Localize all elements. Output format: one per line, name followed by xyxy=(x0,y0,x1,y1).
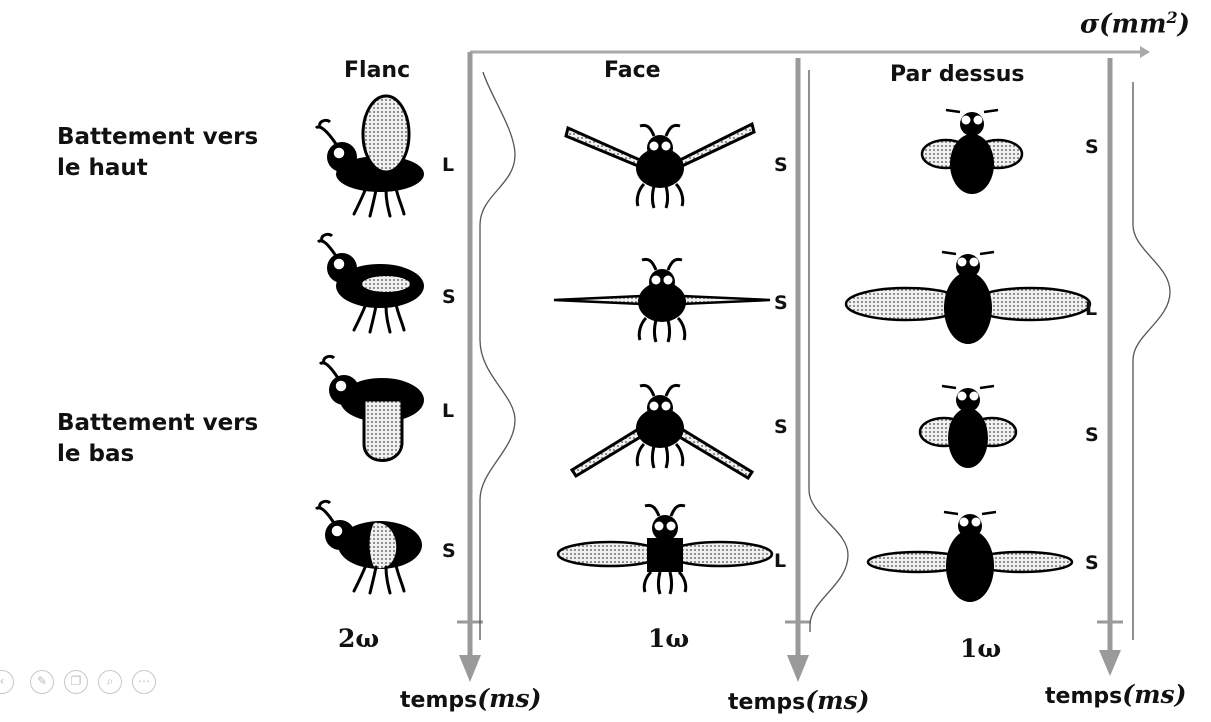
size-letter: L xyxy=(442,400,454,422)
view-title-par-dessus: Par dessus xyxy=(890,62,1025,87)
frequency-par-dessus: 1ω xyxy=(960,634,1001,663)
fly-side-wing-down xyxy=(320,356,424,460)
time-unit: ms xyxy=(817,686,858,715)
size-letter: S xyxy=(774,154,788,176)
zoom-icon[interactable]: ⌕ xyxy=(98,670,122,694)
fly-front-wings-up xyxy=(566,124,754,208)
rcs-curve-par-dessus xyxy=(1133,82,1170,640)
fly-front-wings-flat xyxy=(554,259,770,342)
fly-top-wings-small-1 xyxy=(922,110,1022,194)
copy-icon[interactable]: ❐ xyxy=(64,670,88,694)
time-unit: ms xyxy=(489,684,530,713)
view-title-face: Face xyxy=(604,58,661,83)
fly-side-wing-mid xyxy=(316,501,422,593)
fly-side-wing-flat xyxy=(318,234,424,332)
size-letter: S xyxy=(1085,136,1099,158)
row-label-upstroke: Battement vers le haut xyxy=(57,122,258,184)
size-letter: L xyxy=(1085,298,1097,320)
time-label-text: temps xyxy=(400,688,477,713)
fly-top-wings-large xyxy=(846,252,1090,344)
time-label-text: temps xyxy=(1045,684,1122,709)
time-axis-par-dessus xyxy=(1097,58,1123,676)
rcs-curve-face xyxy=(809,70,848,632)
size-letter: S xyxy=(442,540,456,562)
sigma-axis-label: σ(mm2) xyxy=(1080,8,1190,40)
row-label-upstroke-line1: Battement vers xyxy=(57,122,258,153)
size-letter: L xyxy=(774,550,786,572)
time-label-par-dessus: temps(ms) xyxy=(1045,680,1186,709)
pencil-icon[interactable]: ✎ xyxy=(30,670,54,694)
size-letter: S xyxy=(774,416,788,438)
sigma-exponent: 2 xyxy=(1167,8,1178,27)
time-label-face: temps(ms) xyxy=(728,686,869,715)
size-letter: S xyxy=(442,286,456,308)
row-label-downstroke: Battement vers le bas xyxy=(57,408,258,470)
sigma-axis xyxy=(470,46,1150,58)
size-letter: S xyxy=(1085,424,1099,446)
fly-top-wings-medium xyxy=(868,512,1072,602)
time-label-flanc: temps(ms) xyxy=(400,684,541,713)
size-letter: S xyxy=(1085,552,1099,574)
fly-front-wings-down xyxy=(572,385,752,478)
size-letter: L xyxy=(442,154,454,176)
frequency-face: 1ω xyxy=(648,624,689,653)
fly-side-wing-up xyxy=(316,96,424,216)
rcs-curve-flanc xyxy=(480,72,515,640)
size-letter: S xyxy=(774,292,788,314)
row-label-downstroke-line2: le bas xyxy=(57,439,258,470)
frequency-flanc: 2ω xyxy=(338,624,379,653)
sigma-symbol: σ xyxy=(1080,10,1099,40)
time-axis-flanc xyxy=(457,52,483,682)
row-label-upstroke-line2: le haut xyxy=(57,153,258,184)
fly-top-wings-small-2 xyxy=(920,386,1016,468)
fly-front-wings-wide xyxy=(558,505,772,594)
more-icon[interactable]: ⋯ xyxy=(132,670,156,694)
sigma-unit: mm xyxy=(1111,10,1166,40)
row-label-downstroke-line1: Battement vers xyxy=(57,408,258,439)
time-label-text: temps xyxy=(728,690,805,715)
time-axis-face xyxy=(785,58,811,682)
time-unit: ms xyxy=(1134,680,1175,709)
view-title-flanc: Flanc xyxy=(344,58,410,83)
